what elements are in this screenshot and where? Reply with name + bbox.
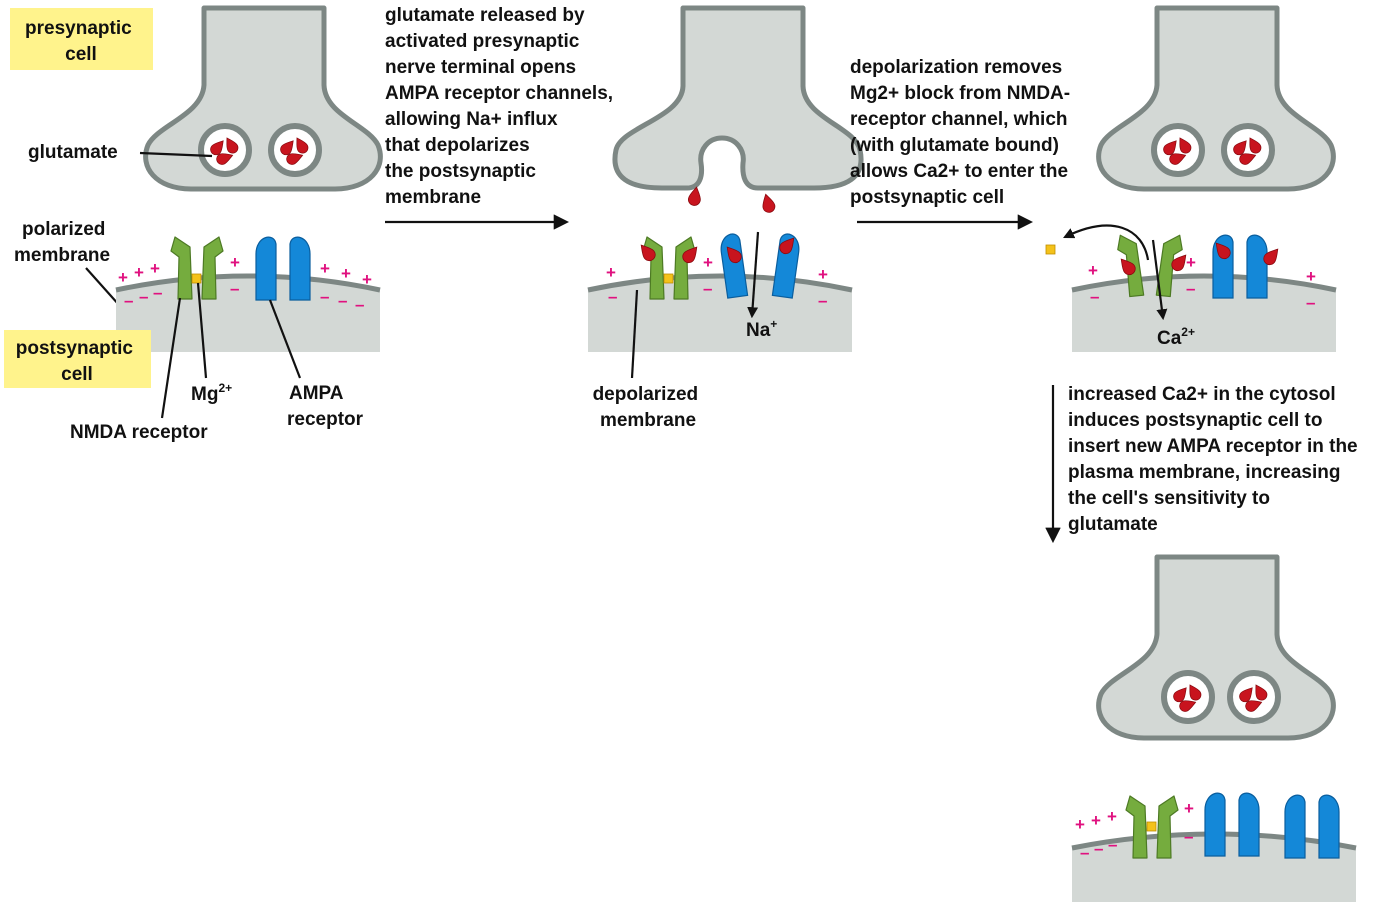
synaptic-vesicle	[1224, 126, 1272, 174]
minus-sign: –	[703, 279, 712, 298]
minus-sign: –	[124, 291, 133, 310]
minus-sign: –	[1108, 835, 1117, 854]
panel-calcium-entry: Ca2+ + + + – – –	[1045, 5, 1337, 352]
synaptic-vesicle	[1154, 126, 1202, 174]
ca-influx-arrow	[1151, 239, 1168, 321]
plus-sign: +	[1088, 261, 1098, 280]
presynaptic-cell-label: presynaptic cell	[25, 18, 137, 65]
presynaptic-terminal-fusing	[612, 5, 864, 191]
presynaptic-label-box	[10, 8, 153, 70]
ampa-receptor-leader	[268, 299, 302, 379]
mg-ion	[191, 273, 202, 284]
minus-sign: –	[1186, 279, 1195, 298]
mg-ion	[663, 273, 674, 284]
plus-sign: +	[1091, 811, 1101, 830]
postsynaptic-label-box	[4, 330, 151, 388]
plus-sign: +	[606, 263, 616, 282]
minus-sign: –	[230, 279, 239, 298]
postsynaptic-cytoplasm	[588, 276, 852, 352]
plus-sign: +	[362, 270, 372, 289]
plus-sign: +	[230, 253, 240, 272]
polarized-membrane-label: polarized membrane	[14, 219, 111, 266]
ca-label: Ca2+	[1157, 325, 1195, 349]
panel-resting: presynaptic cell glutamate polarized mem…	[4, 5, 383, 443]
panel-glutamate-release: Na+ + + + – – – depolarized membrane	[587, 5, 864, 431]
released-glutamate	[759, 192, 777, 215]
plus-sign: +	[341, 264, 351, 283]
presynaptic-terminal	[1096, 554, 1336, 741]
minus-sign: –	[1094, 839, 1103, 858]
minus-sign: –	[338, 291, 347, 310]
minus-sign: –	[1090, 287, 1099, 306]
postsynaptic-cytoplasm	[1072, 276, 1336, 352]
expelled-mg-ion	[1045, 244, 1056, 255]
mg-leader	[196, 282, 208, 379]
step-3-description: increased Ca2+ in the cytosol induces po…	[1068, 384, 1363, 535]
plus-sign: +	[1186, 253, 1196, 272]
synaptic-vesicle	[201, 126, 249, 174]
minus-sign: –	[355, 295, 364, 314]
plus-sign: +	[818, 265, 828, 284]
na-label: Na+	[746, 317, 777, 341]
depolarized-membrane-label: depolarized membrane	[593, 384, 704, 431]
panel-new-ampa-receptor: + + + + – – – –	[1071, 554, 1357, 902]
postsynaptic-membrane	[1071, 273, 1337, 293]
step-2-description: depolarization removes Mg2+ block from N…	[850, 57, 1075, 208]
minus-sign: –	[818, 291, 827, 310]
synaptic-vesicle	[1230, 673, 1278, 721]
glutamate-leader	[139, 151, 213, 158]
minus-sign: –	[608, 287, 617, 306]
postsynaptic-cell-label: postsynaptic cell	[16, 338, 138, 385]
mg-label: Mg2+	[191, 381, 232, 405]
nmda-receptor-leader	[160, 297, 182, 419]
synaptic-vesicle	[271, 126, 319, 174]
presynaptic-terminal	[1096, 5, 1336, 192]
step-1-description: glutamate released by activated presynap…	[385, 5, 618, 208]
presynaptic-terminal	[143, 5, 383, 192]
plus-sign: +	[134, 263, 144, 282]
minus-sign: –	[320, 287, 329, 306]
postsynaptic-membrane	[587, 273, 853, 293]
plus-sign: +	[1075, 815, 1085, 834]
minus-sign: –	[1184, 827, 1193, 846]
plus-sign: +	[1107, 807, 1117, 826]
mg-ion	[1146, 821, 1157, 832]
ampa-receptor-label: AMPA receptor	[287, 383, 364, 430]
postsynaptic-membrane	[115, 273, 381, 293]
plus-sign: +	[1306, 267, 1316, 286]
minus-sign: –	[1080, 843, 1089, 862]
mg-expulsion-arrow	[1063, 224, 1150, 261]
depolarized-membrane-leader	[630, 289, 639, 379]
plus-sign: +	[1184, 799, 1194, 818]
na-influx-arrow	[747, 231, 760, 319]
plus-sign: +	[150, 259, 160, 278]
synaptic-vesicle	[1164, 673, 1212, 721]
nmda-receptor-label: NMDA receptor	[70, 422, 208, 443]
plus-sign: +	[118, 268, 128, 287]
plus-sign: +	[703, 253, 713, 272]
minus-sign: –	[153, 283, 162, 302]
minus-sign: –	[139, 287, 148, 306]
minus-sign: –	[1306, 293, 1315, 312]
plus-sign: +	[320, 259, 330, 278]
glutamate-label: glutamate	[28, 142, 118, 163]
